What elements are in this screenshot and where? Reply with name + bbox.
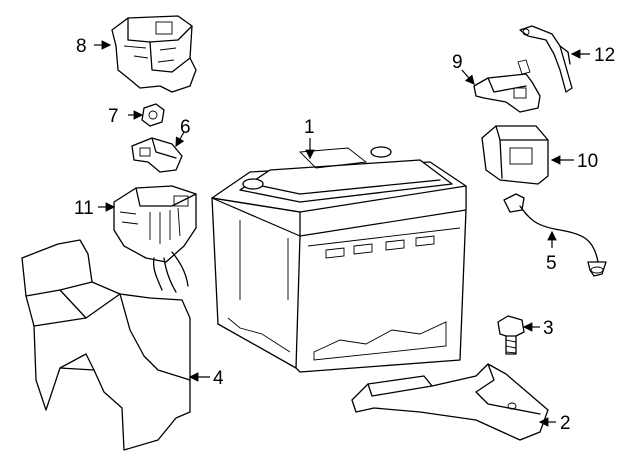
callout-9: 9 bbox=[452, 52, 463, 73]
callout-11: 11 bbox=[74, 198, 94, 219]
part-1-battery[interactable] bbox=[211, 146, 467, 373]
callout-10: 10 bbox=[577, 151, 598, 172]
part-12-bracket[interactable] bbox=[519, 25, 573, 93]
callout-leaders bbox=[94, 40, 590, 427]
callout-2: 2 bbox=[560, 413, 571, 434]
callout-6: 6 bbox=[180, 117, 191, 138]
callout-8: 8 bbox=[76, 36, 87, 57]
part-4-battery-insulator[interactable] bbox=[21, 239, 191, 451]
callout-1: 1 bbox=[304, 117, 315, 138]
callout-3: 3 bbox=[543, 318, 554, 339]
part-8-relay-block[interactable] bbox=[111, 15, 197, 93]
part-9-sensor[interactable] bbox=[473, 59, 541, 113]
part-10-cover[interactable] bbox=[481, 125, 549, 185]
part-5-sensor-cable[interactable] bbox=[503, 193, 607, 277]
part-7-nut[interactable] bbox=[141, 103, 165, 127]
part-3-bolt[interactable] bbox=[497, 315, 525, 355]
part-11-fuse-box[interactable] bbox=[113, 185, 197, 293]
callout-5: 5 bbox=[546, 253, 557, 274]
callout-7: 7 bbox=[108, 106, 119, 127]
part-6-terminal[interactable] bbox=[131, 137, 183, 173]
callout-labels: 1 2 3 4 5 6 7 8 9 10 11 12 bbox=[74, 36, 615, 434]
callout-4: 4 bbox=[213, 368, 224, 389]
callout-12: 12 bbox=[594, 45, 615, 66]
part-2-hold-down-bracket[interactable] bbox=[351, 363, 549, 441]
